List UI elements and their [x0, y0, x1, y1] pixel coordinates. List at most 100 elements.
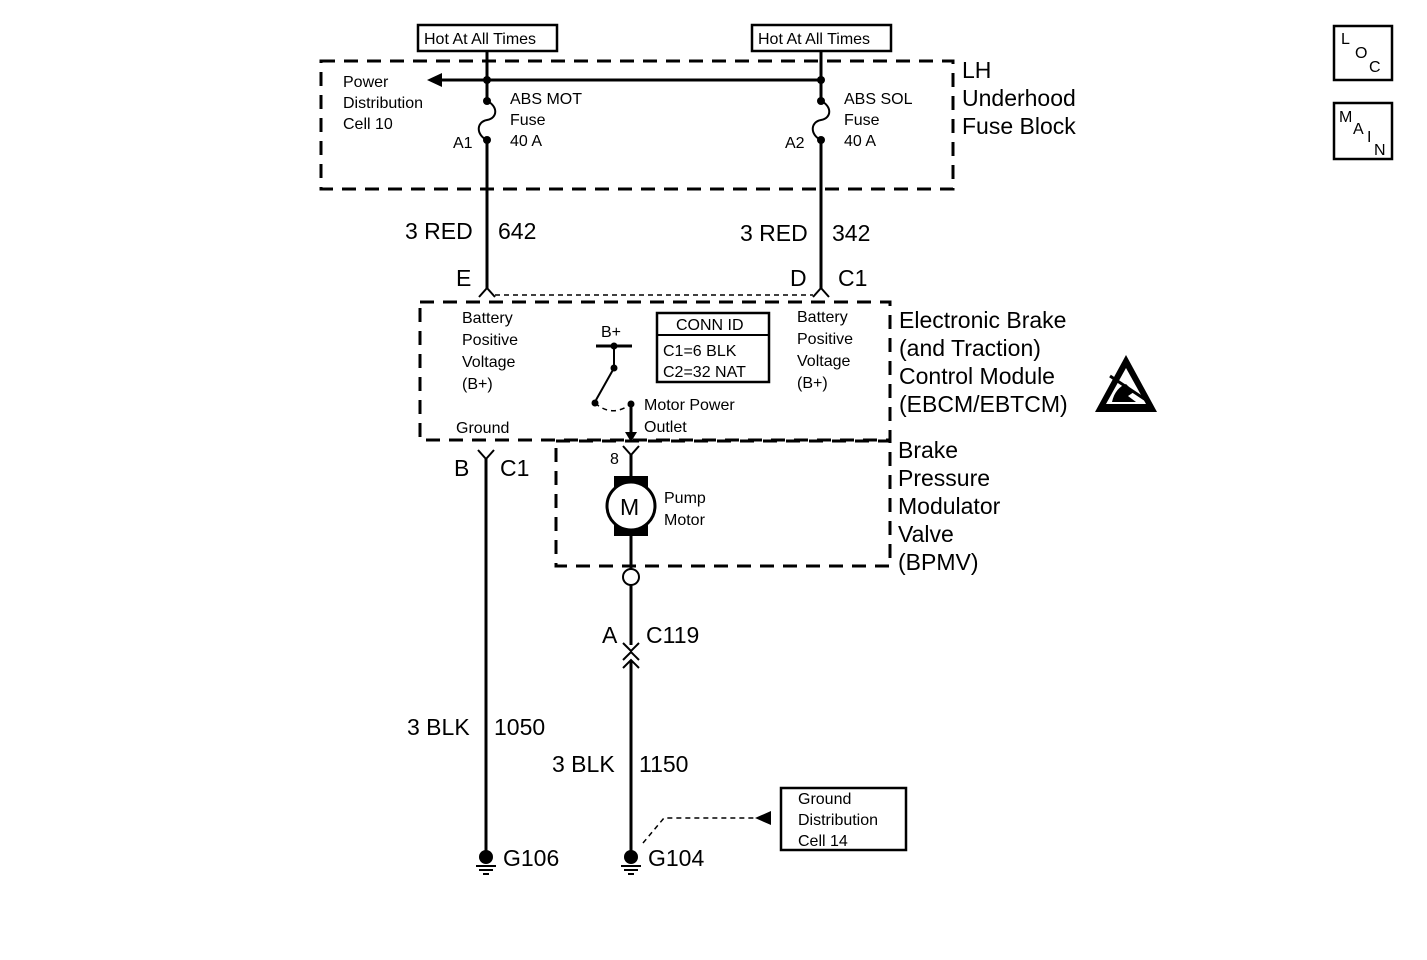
svg-text:M: M: [620, 494, 639, 520]
pin-b-label: B: [454, 455, 469, 481]
svg-text:C1=6 BLK: C1=6 BLK: [663, 343, 737, 360]
svg-text:Motor: Motor: [664, 512, 706, 529]
svg-text:3 BLK: 3 BLK: [552, 751, 615, 777]
abs-sol-fuse-label: ABS SOL Fuse 40 A: [844, 91, 913, 150]
svg-text:(BPMV): (BPMV): [898, 549, 979, 575]
svg-text:(and Traction): (and Traction): [899, 335, 1041, 361]
svg-text:CONN ID: CONN ID: [676, 317, 744, 334]
svg-text:C2=32 NAT: C2=32 NAT: [663, 364, 746, 381]
connector-b: [477, 449, 495, 461]
svg-text:I: I: [1367, 129, 1371, 146]
terminal-a1: A1: [453, 135, 473, 152]
svg-text:Cell 10: Cell 10: [343, 116, 393, 133]
hot-label-right: Hot At All Times: [750, 23, 893, 53]
abs-mot-fuse-label: ABS MOT Fuse 40 A: [510, 91, 582, 150]
connector-d: [812, 286, 830, 298]
svg-text:Positive: Positive: [797, 331, 853, 348]
fuse-block-title: LH Underhood Fuse Block: [962, 57, 1076, 139]
svg-text:Cell 14: Cell 14: [798, 833, 848, 850]
power-distribution-label: Power Distribution Cell 10: [343, 74, 423, 133]
ground-dist-leader: [642, 817, 755, 844]
pin-8-label: 8: [610, 451, 619, 468]
ground-g106-icon: [476, 850, 496, 875]
pump-motor-icon: M: [605, 476, 657, 536]
svg-text:Fuse: Fuse: [844, 112, 880, 129]
bpmv-outline: [554, 439, 892, 568]
pump-motor-label: Pump Motor: [664, 490, 706, 529]
connector-c1-top: C1: [838, 265, 867, 291]
connector-c119-label: C119: [646, 622, 699, 648]
abs-mot-fuse: [477, 80, 497, 144]
ebcm-title: Electronic Brake (and Traction) Control …: [899, 307, 1068, 417]
wire-1050-label: 3 BLK 1050: [407, 714, 545, 740]
loc-button[interactable]: L O C: [1332, 24, 1394, 82]
svg-text:L: L: [1341, 31, 1350, 48]
svg-text:Power: Power: [343, 74, 389, 91]
pin-d-label: D: [790, 265, 807, 291]
battery-voltage-left: Battery Positive Voltage (B+): [462, 310, 518, 393]
ground-g104-label: G104: [648, 845, 704, 871]
svg-text:Motor Power: Motor Power: [644, 397, 735, 414]
ground-g106-label: G106: [503, 845, 559, 871]
pin-a-label: A: [602, 622, 618, 648]
svg-text:Hot At All Times: Hot At All Times: [424, 31, 536, 48]
svg-text:A: A: [1353, 121, 1364, 138]
ground-label: Ground: [456, 420, 509, 437]
svg-text:Voltage: Voltage: [462, 354, 515, 371]
svg-text:342: 342: [832, 220, 870, 246]
ebcm-outline: [418, 300, 892, 442]
connector-pin-8: [622, 445, 640, 457]
svg-text:Outlet: Outlet: [644, 419, 687, 436]
connector-c1-bottom: C1: [500, 455, 529, 481]
svg-text:Hot At All Times: Hot At All Times: [758, 31, 870, 48]
svg-text:C: C: [1369, 59, 1381, 76]
svg-text:LH: LH: [962, 57, 991, 83]
bus-arrow-icon: [427, 73, 442, 87]
svg-text:M: M: [1339, 109, 1352, 126]
svg-text:B+: B+: [601, 324, 621, 341]
fuse-block-outline: [319, 59, 955, 191]
svg-text:Fuse Block: Fuse Block: [962, 113, 1076, 139]
conn-id-box: CONN ID C1=6 BLK C2=32 NAT: [655, 311, 771, 384]
svg-text:3 RED: 3 RED: [740, 220, 808, 246]
svg-text:Control Module: Control Module: [899, 363, 1055, 389]
svg-text:ABS MOT: ABS MOT: [510, 91, 582, 108]
svg-text:3 BLK: 3 BLK: [407, 714, 470, 740]
svg-text:40 A: 40 A: [510, 133, 542, 150]
wire-342-label: 3 RED 342: [740, 220, 870, 246]
svg-text:O: O: [1355, 45, 1367, 62]
wire-1150-label: 3 BLK 1150: [552, 751, 688, 777]
ground-dist-arrow-icon: [755, 811, 771, 825]
svg-text:Brake: Brake: [898, 437, 958, 463]
svg-text:40 A: 40 A: [844, 133, 876, 150]
svg-text:1050: 1050: [494, 714, 545, 740]
ground-g104-icon: [621, 850, 641, 875]
svg-text:Fuse: Fuse: [510, 112, 546, 129]
svg-text:Distribution: Distribution: [798, 812, 878, 829]
svg-text:Distribution: Distribution: [343, 95, 423, 112]
bpmv-title: Brake Pressure Modulator Valve (BPMV): [898, 437, 1001, 575]
svg-text:Voltage: Voltage: [797, 353, 850, 370]
svg-text:Electronic Brake: Electronic Brake: [899, 307, 1066, 333]
svg-text:N: N: [1374, 142, 1386, 159]
abs-sol-fuse: [811, 80, 831, 144]
connector-e: [478, 286, 496, 298]
esd-sensitive-icon: [1095, 355, 1157, 412]
motor-power-outlet-label: Motor Power Outlet: [644, 397, 735, 436]
svg-text:Underhood: Underhood: [962, 85, 1076, 111]
svg-text:Modulator: Modulator: [898, 493, 1001, 519]
hot-label-left: Hot At All Times: [416, 23, 559, 53]
main-button[interactable]: M A I N: [1332, 101, 1394, 161]
svg-text:Pressure: Pressure: [898, 465, 990, 491]
svg-text:Positive: Positive: [462, 332, 518, 349]
svg-text:Battery: Battery: [462, 310, 513, 327]
svg-text:Valve: Valve: [898, 521, 954, 547]
svg-text:Pump: Pump: [664, 490, 706, 507]
ground-distribution-box[interactable]: Ground Distribution Cell 14: [779, 786, 908, 852]
battery-voltage-right: Battery Positive Voltage (B+): [797, 309, 853, 392]
svg-text:(B+): (B+): [462, 376, 493, 393]
svg-text:(B+): (B+): [797, 375, 828, 392]
svg-text:ABS SOL: ABS SOL: [844, 91, 913, 108]
svg-text:3 RED: 3 RED: [405, 218, 473, 244]
pin-e-label: E: [456, 265, 471, 291]
